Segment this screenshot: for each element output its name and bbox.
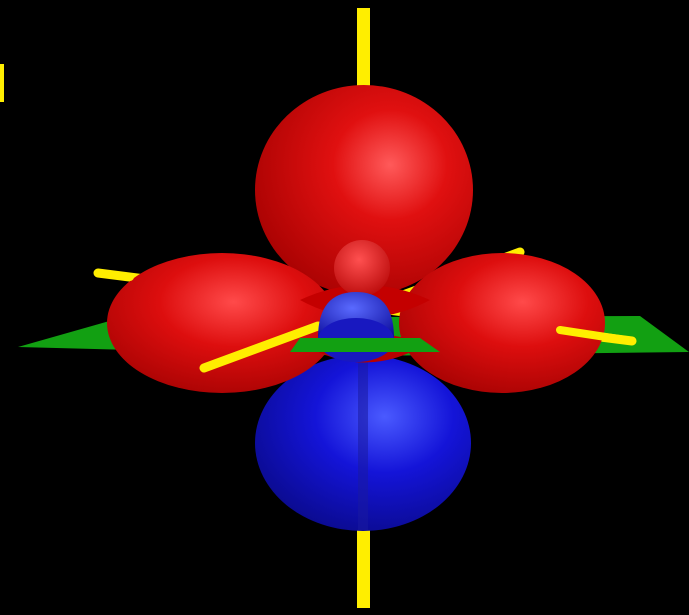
red-center-sphere: [334, 240, 390, 296]
green-nodal-plane-front: [290, 338, 440, 352]
yellow-vertical-axis-inside-blue: [358, 360, 368, 530]
edge-fragment-bar: [0, 64, 4, 102]
